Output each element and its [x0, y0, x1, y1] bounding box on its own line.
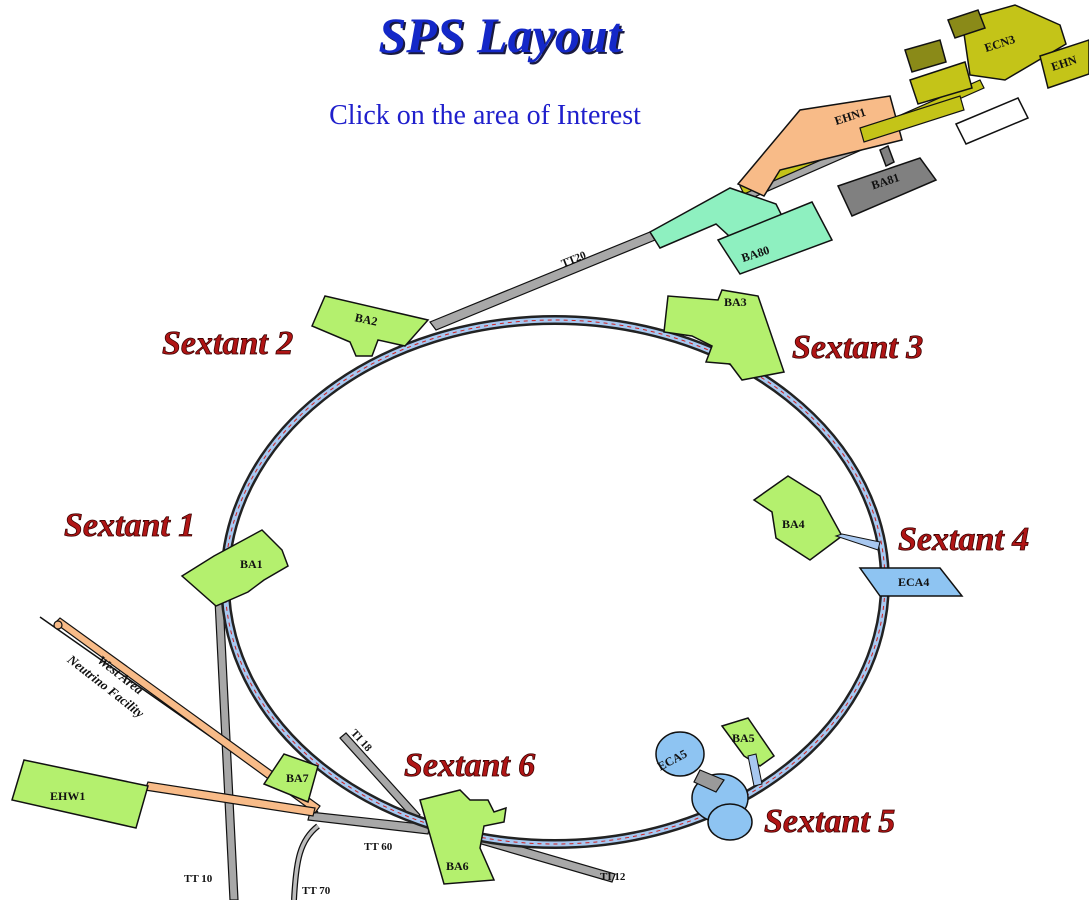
sextant-6-link[interactable]: Sextant 6 — [404, 747, 536, 785]
sextant-5-link[interactable]: Sextant 5 — [764, 803, 896, 841]
building-ba2[interactable]: BA2 — [311, 295, 430, 357]
building-ecn3[interactable]: ECN3 — [961, 4, 1067, 81]
label-tt70: TT 70 — [302, 885, 331, 897]
building-ba81[interactable]: BA81 — [836, 144, 938, 217]
label-ba3: BA3 — [724, 295, 747, 309]
building-ehn2[interactable]: EHN — [1039, 39, 1089, 89]
label-tt60: TT 60 — [364, 841, 393, 853]
sextant-4-link[interactable]: Sextant 4 — [898, 521, 1030, 559]
transfer-line-tt70[interactable] — [291, 823, 320, 900]
instruction-subtitle: Click on the area of Interest — [329, 100, 641, 131]
building-eca4[interactable]: ECA4 — [858, 567, 964, 597]
page-title: SPS Layout — [378, 7, 622, 63]
sextant-3-link[interactable]: Sextant 3 — [792, 329, 924, 367]
building-ehw1[interactable]: EHW1 — [11, 759, 149, 829]
building-ba80[interactable]: BA80 — [716, 201, 834, 275]
label-eca4: ECA4 — [898, 575, 929, 589]
west-area-neutrino-line[interactable] — [39, 616, 321, 817]
sextant-1-link[interactable]: Sextant 1 — [64, 507, 196, 545]
building-ba4[interactable]: BA4 — [752, 475, 881, 561]
building-ehn1[interactable]: EHN1 — [736, 95, 903, 197]
building-ba1[interactable]: BA1 — [180, 529, 289, 607]
sextant-2-link[interactable]: Sextant 2 — [162, 325, 294, 363]
building-ba5[interactable]: BA5 — [720, 717, 776, 787]
building-ecn3-annex[interactable] — [904, 9, 986, 105]
building-white-hall[interactable] — [859, 95, 1030, 145]
label-ba4: BA4 — [782, 517, 805, 531]
label-tt10: TT 10 — [184, 873, 213, 885]
building-ba7[interactable]: BA7 — [262, 753, 319, 804]
label-ba7: BA7 — [286, 771, 309, 785]
building-ba6[interactable]: BA6 — [419, 789, 507, 885]
label-ba1: BA1 — [240, 557, 263, 571]
label-ba6: BA6 — [446, 859, 469, 873]
label-ba5: BA5 — [732, 731, 755, 745]
sps-ring[interactable] — [220, 315, 890, 849]
label-ba2: BA2 — [354, 310, 379, 328]
label-ti12: TI 12 — [600, 871, 626, 883]
building-eca5[interactable]: ECA5 — [655, 731, 753, 841]
building-ba3[interactable]: BA3 — [663, 289, 785, 381]
transfer-line-tt60[interactable] — [307, 811, 431, 835]
transfer-line-ti18[interactable] — [339, 732, 421, 821]
label-ehw1: EHW1 — [50, 789, 85, 803]
